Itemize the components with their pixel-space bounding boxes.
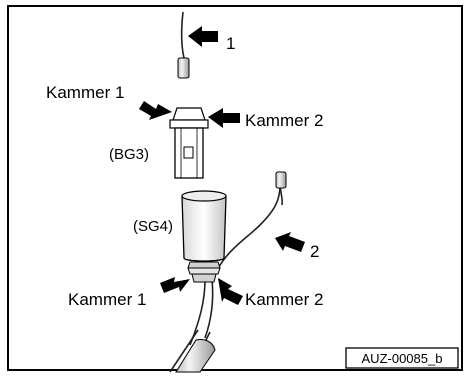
label-bottom-chamber-2: Kammer 2 xyxy=(245,290,323,309)
arrow-top-chamber-1 xyxy=(139,101,172,120)
arrow-bottom-chamber-2 xyxy=(218,278,243,305)
connector-housing-bg3 xyxy=(169,107,209,179)
figure-id: AUZ-00085_b xyxy=(362,351,443,366)
label-wire-1: 1 xyxy=(226,34,235,53)
sleeve-sg4 xyxy=(181,190,227,283)
label-wire-2: 2 xyxy=(310,242,319,261)
figure-border xyxy=(7,5,463,371)
label-top-chamber-1: Kammer 1 xyxy=(46,83,124,102)
arrow-wire-2 xyxy=(275,232,305,252)
label-sg4: (SG4) xyxy=(133,218,173,235)
wires-lower xyxy=(169,171,287,373)
label-bottom-chamber-1: Kammer 1 xyxy=(68,290,146,309)
arrow-top-chamber-2 xyxy=(208,108,240,128)
arrow-bottom-chamber-1 xyxy=(160,277,190,293)
label-bg3: (BG3) xyxy=(109,146,149,163)
arrow-wire-1 xyxy=(188,26,218,47)
figure-id-box xyxy=(345,347,459,369)
label-top-chamber-2: Kammer 2 xyxy=(245,111,323,130)
wire-pin-top xyxy=(177,11,190,79)
